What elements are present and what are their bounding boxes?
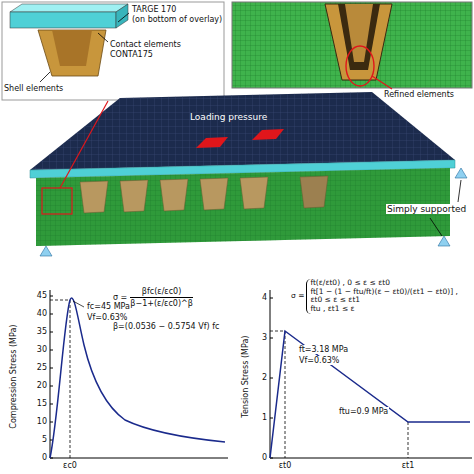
- equation-text: ft[1 − (1 − ftu/ft)(ε − εt0)/(εt1 − εt0)…: [310, 288, 460, 305]
- part-label: CONTA175: [110, 50, 153, 59]
- equation-text: βfc(ε/εc0): [142, 287, 181, 296]
- tick-label: 30: [37, 345, 47, 354]
- tick-label: 3: [262, 333, 267, 342]
- fraction: βfc(ε/εc0) β−1+(ε/εc0)^β: [130, 287, 192, 308]
- part-label: Refined elements: [384, 90, 454, 99]
- tick-label: 1: [262, 413, 267, 422]
- equation-text: ftu , εt1 ≤ ε: [310, 305, 460, 314]
- part-label: Contact elements: [110, 40, 181, 49]
- load-label: Loading pressure: [190, 112, 267, 122]
- axis-mark: εc0: [63, 461, 77, 470]
- tick-label: 25: [37, 363, 47, 372]
- fraction-bar: [130, 297, 192, 298]
- part-label: Shell elements: [4, 84, 63, 93]
- tick-label: 45: [37, 291, 47, 300]
- tick-label: 10: [37, 417, 47, 426]
- equation: σ =ft(ε/εt0) , 0 ≤ ε ≤ εt0ft[1 − (1 − ft…: [291, 279, 460, 314]
- equation-text: ft(ε/εt0) , 0 ≤ ε ≤ εt0: [310, 279, 460, 288]
- axis-mark: εt1: [402, 461, 415, 470]
- tick-label: 5: [42, 435, 47, 444]
- part-label: TARGE 170: [132, 5, 176, 14]
- support-label: Simply supported: [386, 204, 467, 214]
- tick-label: 0: [42, 453, 47, 462]
- equation-text: σ =: [291, 292, 304, 301]
- axis-title: Compression Stress (MPa): [9, 325, 18, 429]
- equation-text: σ =: [113, 293, 127, 302]
- axis-mark: εt0: [279, 461, 292, 470]
- equation-text: β−1+(ε/εc0)^β: [130, 299, 192, 308]
- tick-label: 2: [262, 373, 267, 382]
- part-label: (on bottom of overlay): [132, 15, 222, 24]
- tick-label: 20: [37, 381, 47, 390]
- axis-title: Tension Stress (MPa): [241, 336, 250, 418]
- equation-text: β=(0.0536 − 0.5754 Vf) fc: [113, 322, 233, 331]
- tick-label: 4: [262, 293, 267, 302]
- curve-note: fc=45 MPa: [86, 302, 131, 311]
- curve-note: Vf=0.63%: [86, 313, 128, 322]
- tick-label: 15: [37, 399, 47, 408]
- tick-label: 0: [262, 453, 267, 462]
- curve-note: ftu=0.9 MPa: [338, 407, 389, 416]
- curve-note: ft=3.18 MPa: [298, 345, 349, 354]
- brace: ft(ε/εt0) , 0 ≤ ε ≤ εt0ft[1 − (1 − ftu/f…: [306, 279, 460, 314]
- curve-note: Vf=0.63%: [298, 356, 340, 365]
- tick-label: 40: [37, 309, 47, 318]
- equation: σ = βfc(ε/εc0) β−1+(ε/εc0)^β: [113, 287, 193, 308]
- tick-label: 35: [37, 327, 47, 336]
